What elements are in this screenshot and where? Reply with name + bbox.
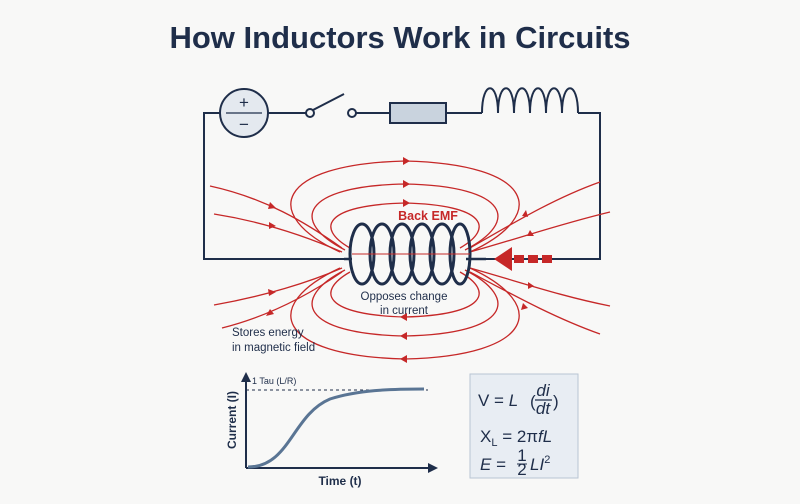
battery: + − [219, 88, 269, 138]
battery-plus: + [239, 93, 249, 112]
main-inductor-coil [344, 222, 486, 286]
x-axis-label: Time (t) [318, 474, 361, 488]
current-curve [247, 387, 425, 469]
opposes-change-label: Opposes change [361, 291, 448, 303]
paren-open: ( [530, 392, 536, 411]
magnetic-field-lines [209, 157, 611, 363]
half-denominator: 2 [517, 460, 526, 479]
di-numerator: di [536, 381, 550, 400]
y-axis-label: Current (I) [225, 391, 239, 449]
stores-energy-label: Stores energy [232, 327, 304, 339]
battery-minus: − [239, 115, 249, 134]
half-numerator: 1 [517, 446, 526, 465]
current-time-graph: 1 Tau (L/R) Current (I) Time (t) [225, 372, 438, 488]
opposes-change-label-2: in current [380, 305, 429, 317]
equations-box: V = L ( di dt ) XL = 2πfL E = 1 2 LI2 [469, 373, 579, 479]
back-emf-arrow [494, 247, 552, 271]
equation-voltage: V = L [478, 391, 518, 410]
circuit-wires [203, 112, 601, 260]
equation-energy-rhs: LI2 [530, 454, 550, 474]
back-emf-label: Back EMF [398, 209, 458, 223]
resistor [389, 102, 447, 124]
switch [305, 93, 357, 118]
equation-reactance: XL = 2πfL [480, 427, 552, 449]
paren-close: ) [553, 392, 559, 411]
stores-energy-label-2: in magnetic field [232, 342, 315, 354]
tau-label: 1 Tau (L/R) [252, 376, 296, 386]
top-inductor-coil [481, 87, 579, 114]
page-title: How Inductors Work in Circuits [169, 20, 630, 55]
equation-energy: E = [480, 455, 506, 474]
dt-denominator: dt [536, 399, 551, 418]
